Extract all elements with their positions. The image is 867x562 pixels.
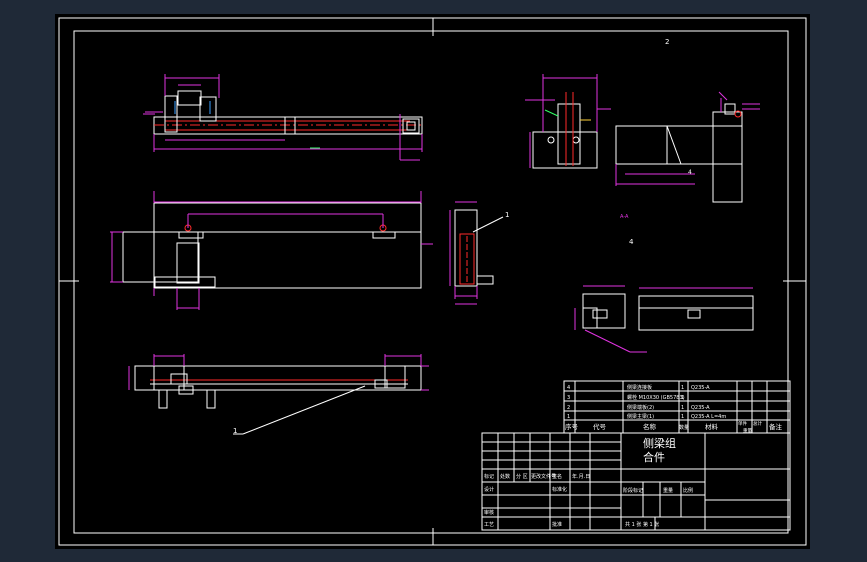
bom-row-3-no: 3 [567,395,570,401]
bom-header-qty: 数量 [679,424,689,431]
drawing-sheet: 1 1 2 [55,14,810,549]
centering-marks [59,18,806,545]
rev-header-sign: 签名 [552,473,562,480]
section-a-a: 4 A-A [615,91,760,220]
rev-header-mark: 标记 [484,473,494,480]
bom-row-2-no: 2 [567,405,570,411]
detail-view-2: 2 [525,38,669,169]
bom-header-no: 序号 [565,422,579,431]
label-process: 工艺 [484,522,494,528]
bottom-view: 1 [128,354,429,435]
title-block: 侧梁组 合件 标记 处数 分 区 更改文件号 签名 年.月.日 设计 标准化 审… [481,432,791,531]
bom-row-4-no: 4 [567,385,570,391]
part-name-line2: 合件 [643,450,665,464]
bom-row-1-name: 侧梁主梁(1) [627,413,654,420]
bom-row-1-no: 1 [567,414,570,420]
cad-drawing: 1 1 2 [58,17,807,546]
bom-row-2-name: 侧梁端板(2) [627,404,654,411]
inner-border [73,30,789,534]
bom-header-single: 单件 [738,420,747,427]
view-label-4: 4 [629,238,634,246]
sheet-info: 共 1 张 第 1 张 [625,521,659,528]
weight-header: 重量 [663,487,673,494]
bom-header-total: 总计 [753,420,762,427]
bom-row-1-material: Q235-A L=4m [691,414,726,420]
part-name-line1: 侧梁组 [643,436,676,450]
rev-header-zone: 分 区 [516,473,528,480]
bom-row-3-qty: 1 [681,395,684,401]
bom-header-weight: 重量 [743,427,752,434]
bom-header-name: 名称 [643,422,657,431]
callout-1-side: 1 [505,211,509,219]
side-view: 1 [449,201,509,305]
bom-header-remark: 备注 [769,422,783,431]
view-label-2: 2 [665,38,669,46]
bom-row-1-qty: 1 [681,414,684,420]
callout-4: 4 [688,169,692,176]
label-approve: 批准 [552,521,562,528]
bom-row-4-name: 侧梁连接板 [627,384,652,391]
rev-header-date: 年.月.日 [572,473,590,480]
bom-row-3-name: 螺栓 M10X30 (GB5783) [627,394,685,401]
bom-header-code: 代号 [593,422,607,431]
rev-header-doc: 更改文件号 [531,473,556,480]
rev-header-count: 处数 [500,473,510,480]
label-standard: 标准化 [552,486,567,493]
top-view [110,191,433,310]
bom-row-2-qty: 1 [681,405,684,411]
bom-row-4-qty: 1 [681,385,684,391]
label-design: 设计 [484,486,494,493]
detail-view-4: 4 [574,238,754,353]
callout-1-bottom: 1 [233,427,237,435]
scale-header: 比例 [683,487,693,494]
bom-row-2-material: Q235-A [691,405,710,411]
section-label: A-A [620,214,629,220]
label-review: 审核 [484,509,494,516]
bom-header-material: 材料 [705,422,719,431]
stage-mark-header: 阶段标记 [623,487,643,494]
front-view [143,74,423,161]
bom-table: 4 侧梁连接板 1 Q235-A 3 螺栓 M10X30 (GB5783) 1 … [563,380,791,434]
bom-row-4-material: Q235-A [691,385,710,391]
